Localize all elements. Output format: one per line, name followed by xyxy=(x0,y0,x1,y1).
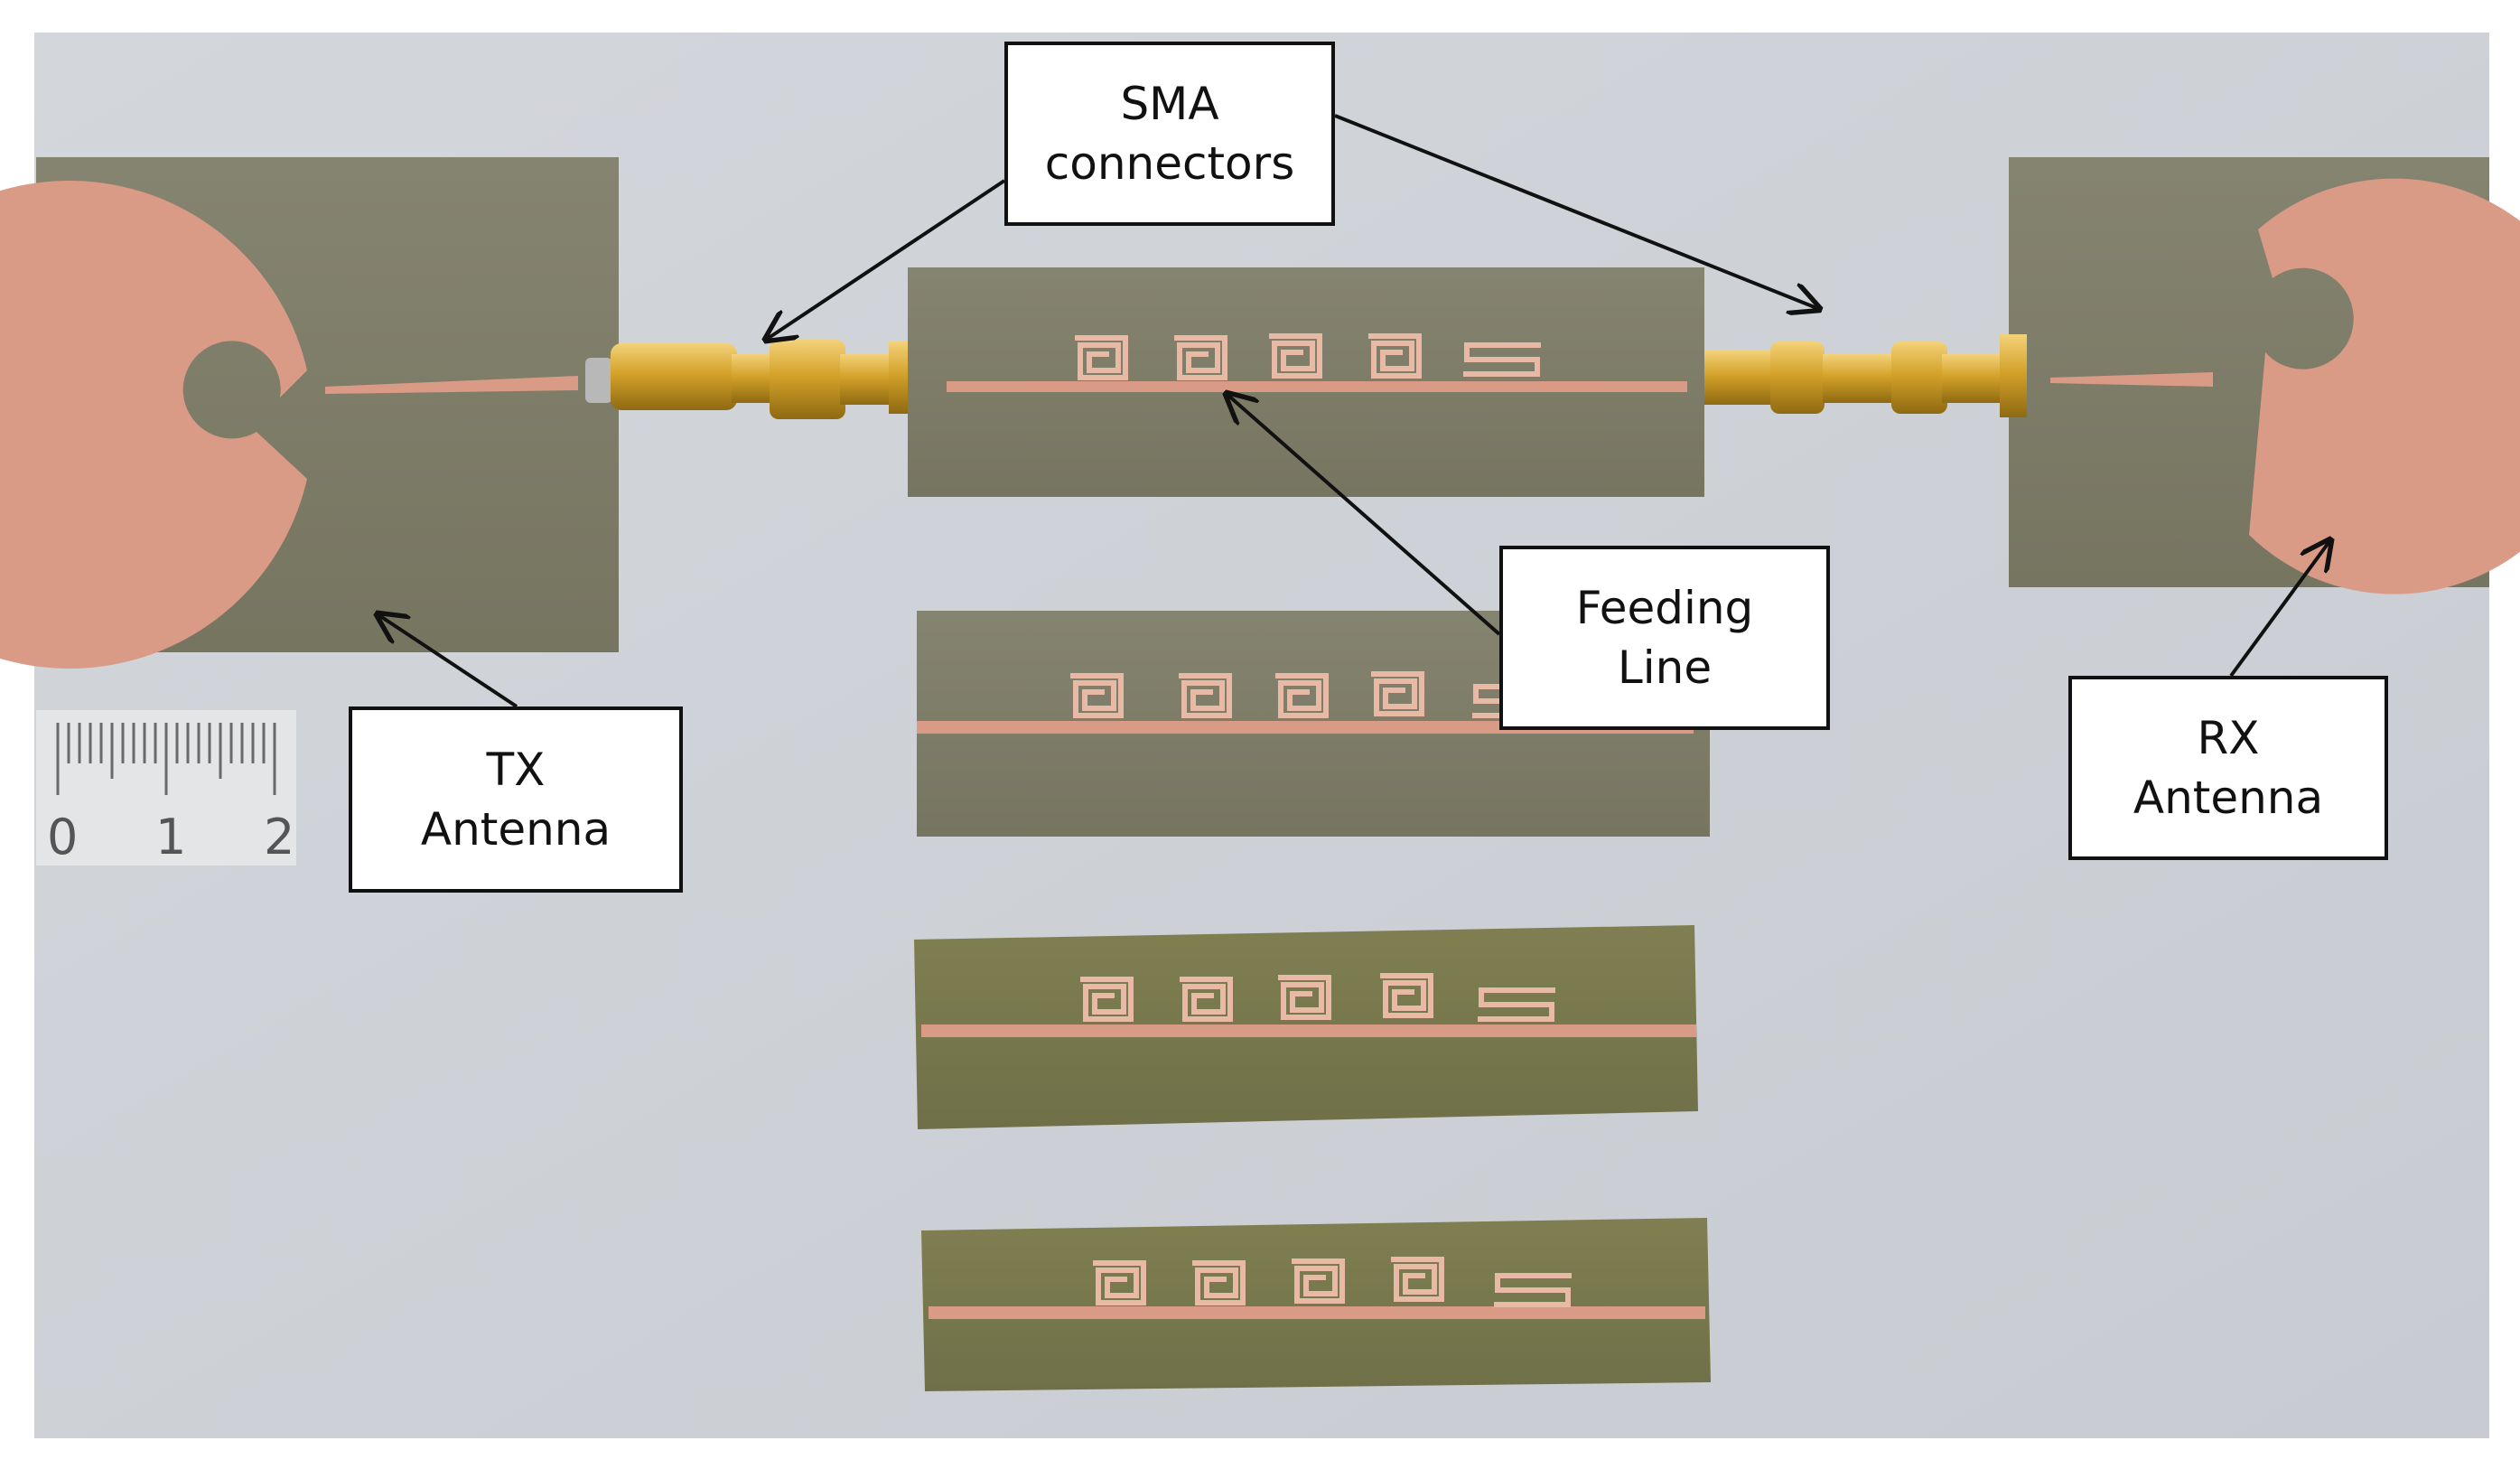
callout-sma-line2: connectors xyxy=(1044,137,1295,190)
callout-tx-antenna: TX Antenna xyxy=(349,706,683,893)
callout-tx-line2: Antenna xyxy=(420,803,611,856)
arrow-sma-right xyxy=(1334,114,1819,309)
callout-sma-connectors: SMA connectors xyxy=(1004,42,1335,226)
rx-antenna-board xyxy=(2009,157,2520,594)
right-sma-connector xyxy=(1673,334,2027,419)
tx-feed-taper xyxy=(325,376,578,394)
ruler: 0 1 2 xyxy=(36,710,296,865)
filter-board-4 xyxy=(921,1218,1711,1391)
annotation-arrows xyxy=(378,114,2330,708)
callout-rx-line1: RX xyxy=(2197,712,2260,764)
filter-board-1 xyxy=(908,267,1704,497)
callout-feeding-line1: Feeding xyxy=(1575,582,1754,634)
callout-tx-line1: TX xyxy=(486,744,546,796)
ruler-label-0: 0 xyxy=(47,809,78,865)
callout-feeding-line2: Line xyxy=(1617,641,1713,694)
ruler-label-2: 2 xyxy=(264,809,294,865)
callout-sma-line1: SMA xyxy=(1120,78,1219,130)
arrow-rx-antenna xyxy=(2229,540,2330,678)
arrow-feeding-line xyxy=(1227,394,1501,636)
ruler-label-1: 1 xyxy=(155,809,186,865)
rx-feed-taper xyxy=(2050,372,2213,387)
tx-antenna-board xyxy=(0,157,619,669)
arrow-sma-left xyxy=(766,179,1006,340)
rx-antenna-radiator xyxy=(2249,178,2520,594)
arrow-tx-antenna xyxy=(378,614,518,708)
filter-board-3 xyxy=(914,925,1698,1129)
tx-antenna-radiator xyxy=(0,181,307,669)
feeding-line-trace xyxy=(947,381,1687,392)
callout-rx-antenna: RX Antenna xyxy=(2068,676,2388,860)
callout-rx-line2: Antenna xyxy=(2133,772,2324,824)
